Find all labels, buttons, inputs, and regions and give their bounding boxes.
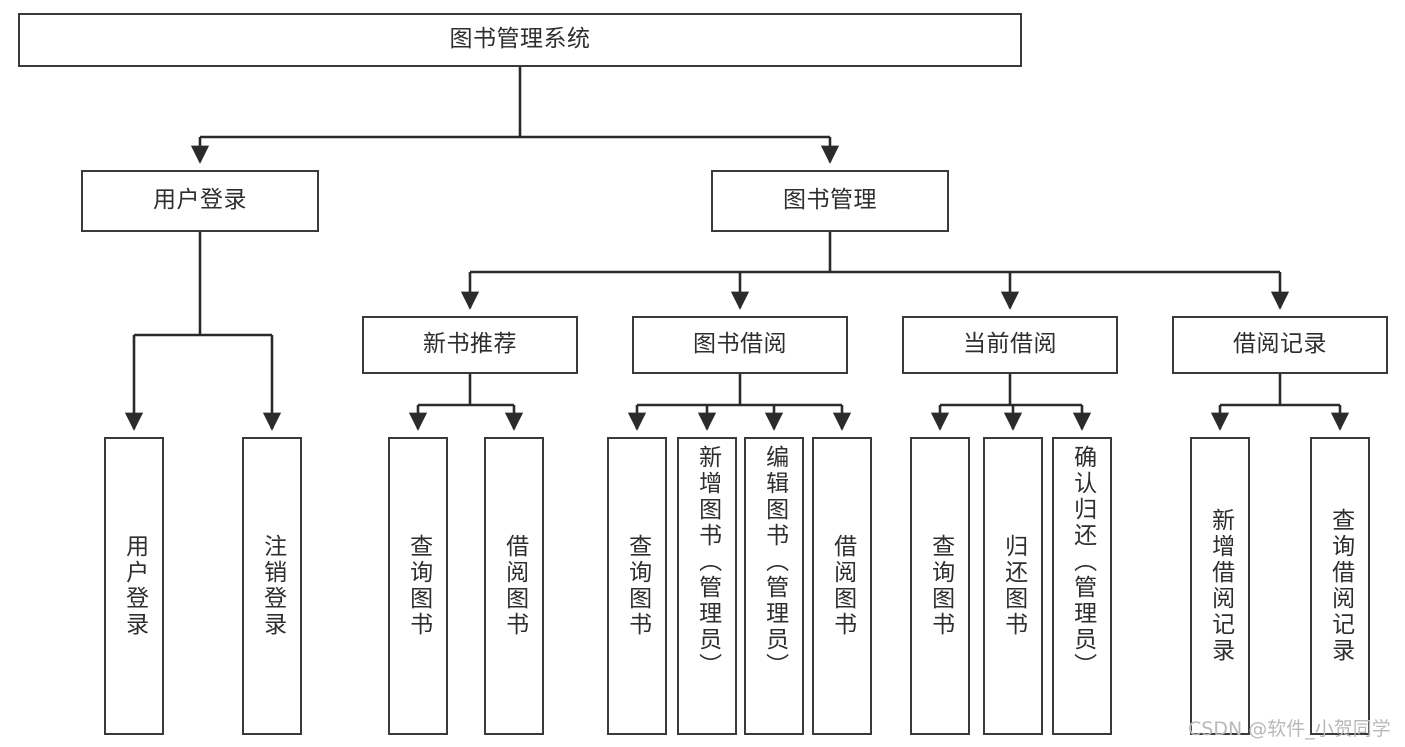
node-user-login-label: 用户登录 bbox=[153, 187, 247, 214]
node-leaf-confirm-return-admin[interactable]: 确认归还（管理员） bbox=[1052, 437, 1112, 735]
node-book-borrow-label: 图书借阅 bbox=[693, 331, 787, 358]
node-leaf-logout-label: 注销登录 bbox=[259, 534, 286, 638]
node-leaf-logout[interactable]: 注销登录 bbox=[242, 437, 302, 735]
node-leaf-add-book-admin[interactable]: 新增图书（管理员） bbox=[677, 437, 737, 735]
node-root-system[interactable]: 图书管理系统 bbox=[18, 13, 1022, 67]
node-current-borrow-label: 当前借阅 bbox=[963, 331, 1057, 358]
node-leaf-confirm-return-admin-label: 确认归还（管理员） bbox=[1069, 445, 1096, 679]
node-root-system-label: 图书管理系统 bbox=[449, 26, 591, 53]
node-current-borrow[interactable]: 当前借阅 bbox=[902, 316, 1118, 374]
node-leaf-borrow-book[interactable]: 借阅图书 bbox=[812, 437, 872, 735]
node-leaf-edit-book-admin[interactable]: 编辑图书（管理员） bbox=[744, 437, 804, 735]
node-leaf-user-login[interactable]: 用户登录 bbox=[104, 437, 164, 735]
node-new-book-recommend-label: 新书推荐 bbox=[423, 331, 517, 358]
node-leaf-edit-book-admin-label: 编辑图书（管理员） bbox=[761, 445, 788, 679]
node-leaf-query-book-borrow-label: 查询图书 bbox=[624, 534, 651, 638]
node-leaf-add-borrow-record[interactable]: 新增借阅记录 bbox=[1190, 437, 1250, 735]
node-book-borrow[interactable]: 图书借阅 bbox=[632, 316, 848, 374]
node-leaf-return-book[interactable]: 归还图书 bbox=[983, 437, 1043, 735]
node-leaf-query-book-borrow[interactable]: 查询图书 bbox=[607, 437, 667, 735]
node-new-book-recommend[interactable]: 新书推荐 bbox=[362, 316, 578, 374]
node-book-management-label: 图书管理 bbox=[783, 187, 877, 214]
node-leaf-add-borrow-record-label: 新增借阅记录 bbox=[1207, 508, 1234, 664]
node-leaf-borrow-book-label: 借阅图书 bbox=[829, 534, 856, 638]
node-leaf-return-book-label: 归还图书 bbox=[1000, 534, 1027, 638]
node-leaf-query-book-current[interactable]: 查询图书 bbox=[910, 437, 970, 735]
node-borrow-record-label: 借阅记录 bbox=[1233, 331, 1327, 358]
node-leaf-query-borrow-record[interactable]: 查询借阅记录 bbox=[1310, 437, 1370, 735]
node-leaf-query-book-current-label: 查询图书 bbox=[927, 534, 954, 638]
node-leaf-user-login-label: 用户登录 bbox=[121, 534, 148, 638]
watermark-credit: CSDN @软件_小贺同学 bbox=[1188, 718, 1391, 740]
node-leaf-borrow-book-new[interactable]: 借阅图书 bbox=[484, 437, 544, 735]
node-borrow-record[interactable]: 借阅记录 bbox=[1172, 316, 1388, 374]
node-leaf-query-book-new-label: 查询图书 bbox=[405, 534, 432, 638]
node-leaf-query-borrow-record-label: 查询借阅记录 bbox=[1327, 508, 1354, 664]
node-leaf-add-book-admin-label: 新增图书（管理员） bbox=[694, 445, 721, 679]
node-book-management[interactable]: 图书管理 bbox=[711, 170, 949, 232]
node-user-login[interactable]: 用户登录 bbox=[81, 170, 319, 232]
node-leaf-query-book-new[interactable]: 查询图书 bbox=[388, 437, 448, 735]
node-leaf-borrow-book-new-label: 借阅图书 bbox=[501, 534, 528, 638]
